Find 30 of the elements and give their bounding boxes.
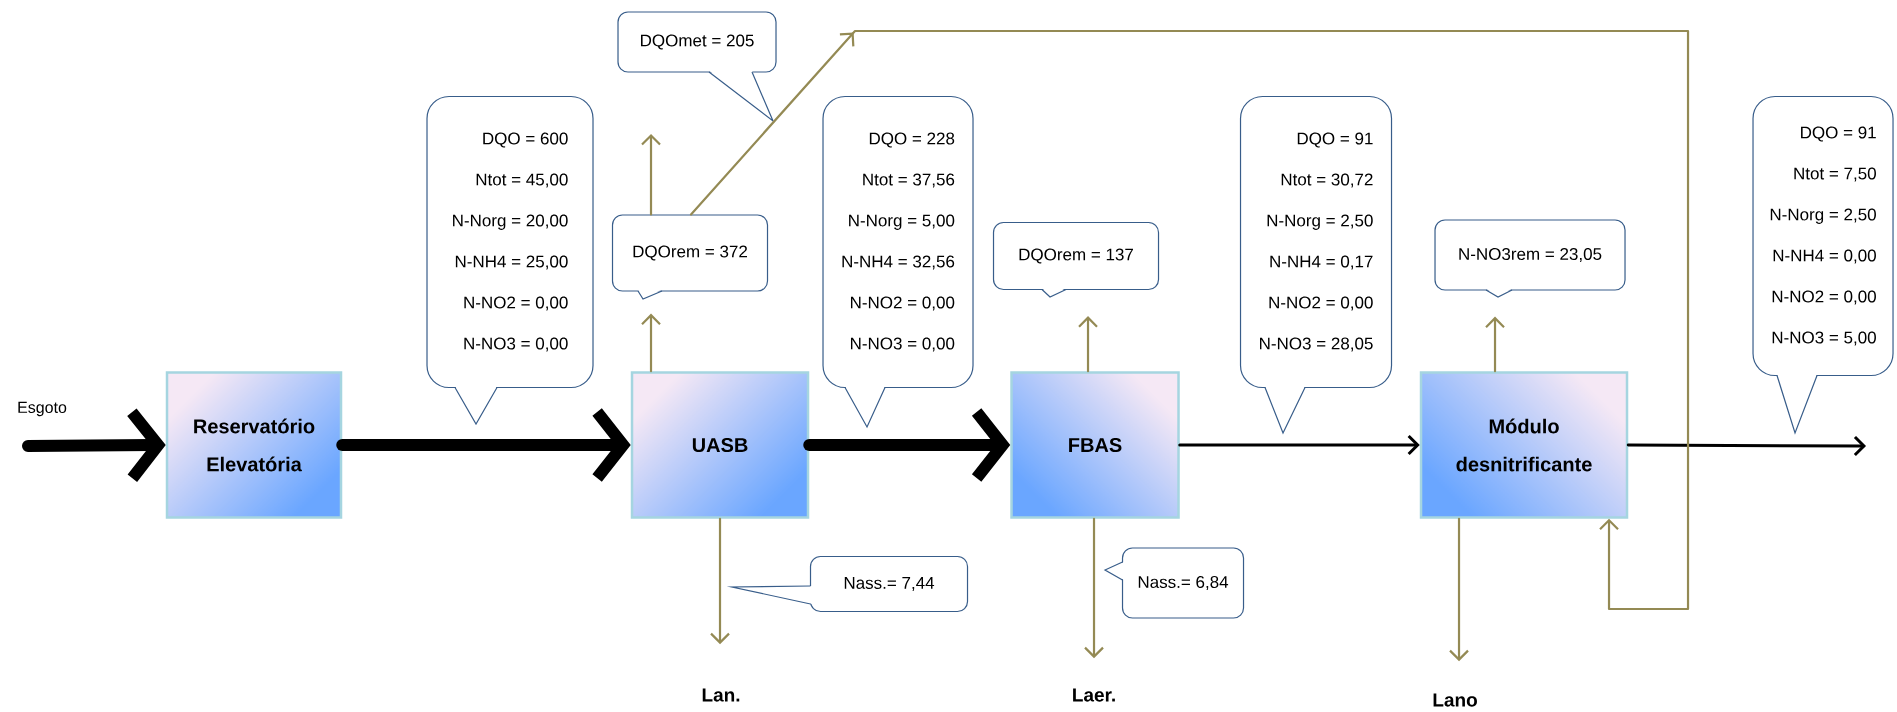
arrow [336,408,631,482]
arrow [1078,316,1098,373]
callout-bubble: DQOmet = 205 [617,11,777,123]
arrow [803,408,1011,482]
arrow [1485,316,1505,373]
arrow [641,313,661,373]
callout-bubble: DQO = 91 Ntot = 30,72 N-Norg = 2,50 N-NH4 = 0,17 N-NO2 = 0,00 N-NO3 = 28,05 [1239,95,1393,435]
callout-bubble: DQO = 91 Ntot = 7,50 N-Norg = 2,50 N-NH4 = 0,00 N-NO2 = 0,00 N-NO3 = 5,00 [1752,95,1894,435]
outlet-label: Lano [1433,693,1477,707]
callout-bubble: DQOrem = 372 [611,214,769,300]
process-box: Reservatório Elevatória [165,371,343,519]
callout-bubble: DQO = 228 Ntot = 37,56 N-Norg = 5,00 N-NH4 = 32,56 N-NO2 = 0,00 N-NO3 = 0,00 [822,95,974,429]
outlet-label: Lan. [702,688,740,702]
callout-bubble: DQO = 600 Ntot = 45,00 N-Norg = 20,00 N-NH4 = 25,00 N-NO2 = 0,00 N-NO3 = 0,00 [426,95,594,426]
process-box: FBAS [1010,371,1180,519]
arrow [689,29,1690,611]
callout-bubble: DQOrem = 137 [992,221,1160,298]
arrow [1449,517,1469,662]
arrow [710,517,730,645]
callout-bubble: Nass.= 6,84 [1103,547,1245,619]
arrow [1626,435,1867,457]
process-box: UASB [630,371,810,519]
arrow [1178,434,1420,456]
outlet-label: Laer. [1073,688,1115,702]
callout-bubble: Nass.= 7,44 [726,555,969,613]
arrow [1084,517,1104,659]
callout-bubble: N-NO3rem = 23,05 [1434,219,1626,298]
inlet-label: Esgoto [18,401,67,417]
arrow [641,134,661,216]
process-box: Módulo desnitrificante [1419,371,1629,519]
